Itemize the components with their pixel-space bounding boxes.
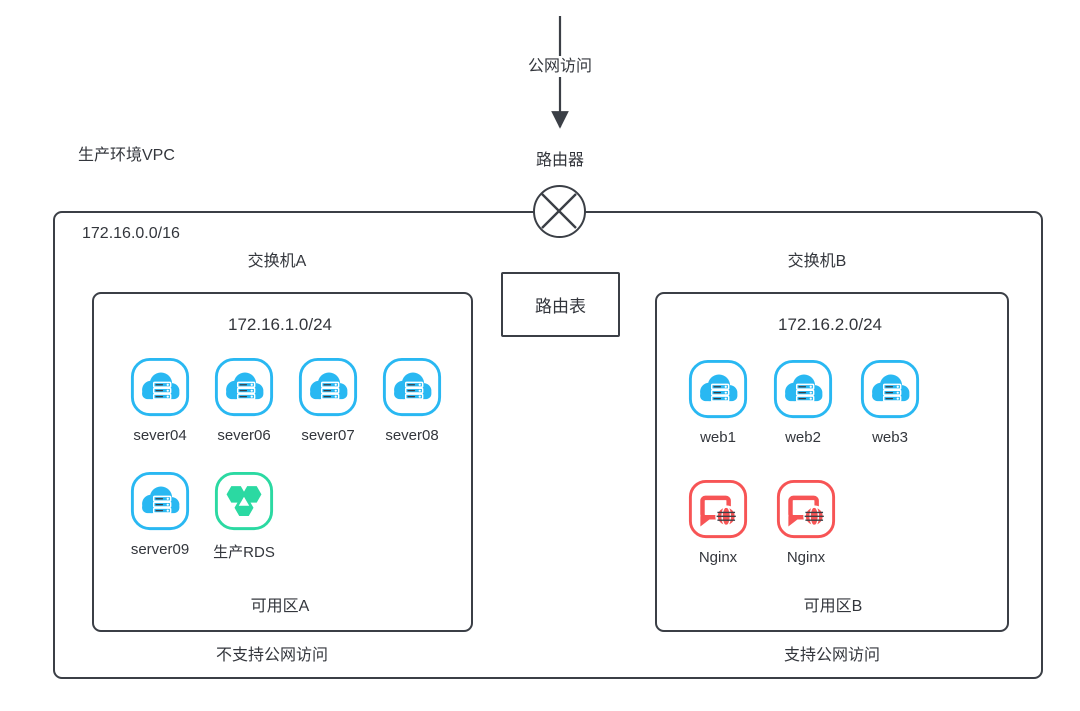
cloud-server-icon <box>297 356 359 418</box>
zone-b-cidr: 172.16.2.0/24 <box>778 315 882 334</box>
node-label: sever08 <box>385 427 439 444</box>
node-nginx-1: Nginx <box>675 478 761 566</box>
node-sever06: sever06 <box>201 356 287 444</box>
cloud-server-icon <box>129 470 191 532</box>
router-label: 路由器 <box>535 152 585 169</box>
zone-a-caption: 不支持公网访问 <box>215 647 329 664</box>
switch-b-label: 交换机B <box>787 253 847 270</box>
switch-a-label: 交换机A <box>247 253 307 270</box>
node-label: Nginx <box>786 549 826 566</box>
node-label: sever04 <box>133 427 187 444</box>
cloud-server-icon <box>687 358 749 420</box>
zone-b-box <box>655 292 1009 632</box>
route-table-box: 路由表 <box>501 272 620 337</box>
vpc-title: 生产环境VPC <box>78 147 175 164</box>
node-label: server09 <box>130 541 190 558</box>
node-rds: 生产RDS <box>201 470 287 562</box>
node-label: sever06 <box>217 427 271 444</box>
cloud-server-icon <box>772 358 834 420</box>
zone-a-box <box>92 292 473 632</box>
zone-b-caption: 支持公网访问 <box>783 647 881 664</box>
rds-hexagons-icon <box>213 470 275 532</box>
node-label: web2 <box>785 429 821 446</box>
node-web1: web1 <box>675 358 761 446</box>
vpc-cidr: 172.16.0.0/16 <box>82 225 180 242</box>
node-sever04: sever04 <box>117 356 203 444</box>
node-server09: server09 <box>117 470 203 558</box>
node-web2: web2 <box>760 358 846 446</box>
node-nginx-2: Nginx <box>763 478 849 566</box>
node-label: Nginx <box>698 549 738 566</box>
node-label: 生产RDS <box>213 544 275 561</box>
router-x-icon <box>541 193 577 229</box>
public-access-label: 公网访问 <box>521 56 599 78</box>
route-table-label: 路由表 <box>535 297 586 316</box>
cloud-server-icon <box>381 356 443 418</box>
zone-b-label: 可用区B <box>803 598 863 615</box>
zone-a-cidr: 172.16.1.0/24 <box>228 315 332 334</box>
nginx-web-icon <box>775 478 837 540</box>
zone-a-label: 可用区A <box>250 598 310 615</box>
nginx-web-icon <box>687 478 749 540</box>
node-label: web3 <box>872 429 908 446</box>
node-web3: web3 <box>847 358 933 446</box>
node-label: web1 <box>700 429 736 446</box>
cloud-server-icon <box>859 358 921 420</box>
router-icon <box>533 185 586 238</box>
node-sever08: sever08 <box>369 356 455 444</box>
cloud-server-icon <box>129 356 191 418</box>
node-label: sever07 <box>301 427 355 444</box>
node-sever07: sever07 <box>285 356 371 444</box>
cloud-server-icon <box>213 356 275 418</box>
